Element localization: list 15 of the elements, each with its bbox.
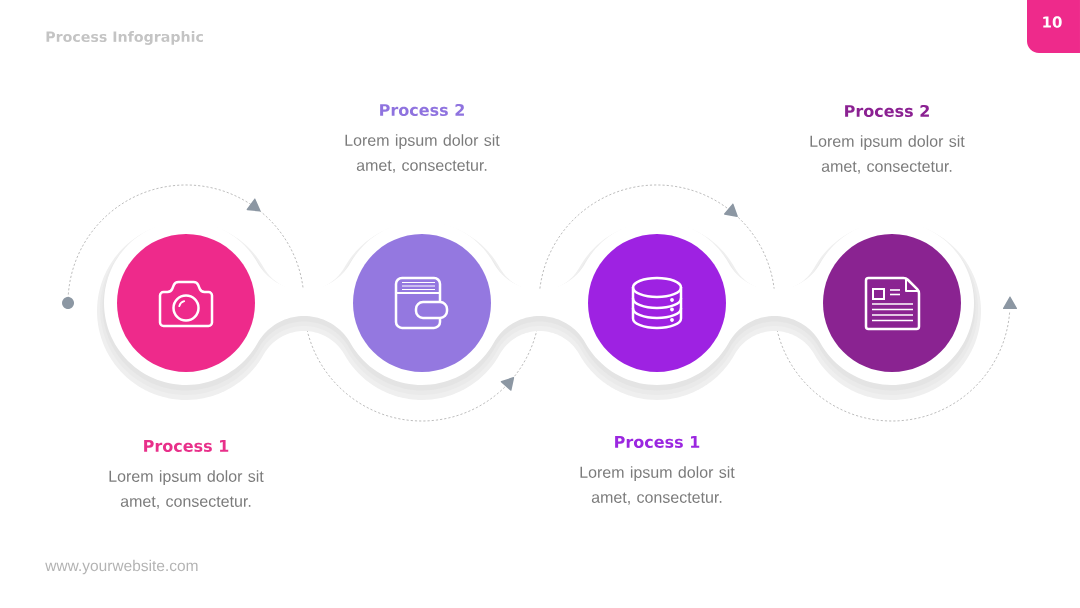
slide-title: Process Infographic [46,31,203,45]
step-heading: Process 1 [144,440,229,452]
step-heading: Process 2 [380,103,464,117]
footer-text: www.yourwebsite.com [45,559,198,575]
step-description: Lorem ipsum dolor sit amet, consectetur. [580,466,735,505]
step-description: Lorem ipsum dolor sit amet, consectetur. [810,135,965,174]
step-circle [117,234,255,372]
step-description: Lorem ipsum dolor sit amet, consectetur. [345,134,500,173]
step-heading: Process 2 [845,104,929,118]
step-circle [353,234,491,372]
step-circle [823,234,961,372]
step-circle [588,234,726,372]
step-description: Lorem ipsum dolor sit amet, consectetur. [109,470,264,509]
page-number: 10 [1027,0,1080,53]
step-heading: Process 1 [615,436,700,448]
